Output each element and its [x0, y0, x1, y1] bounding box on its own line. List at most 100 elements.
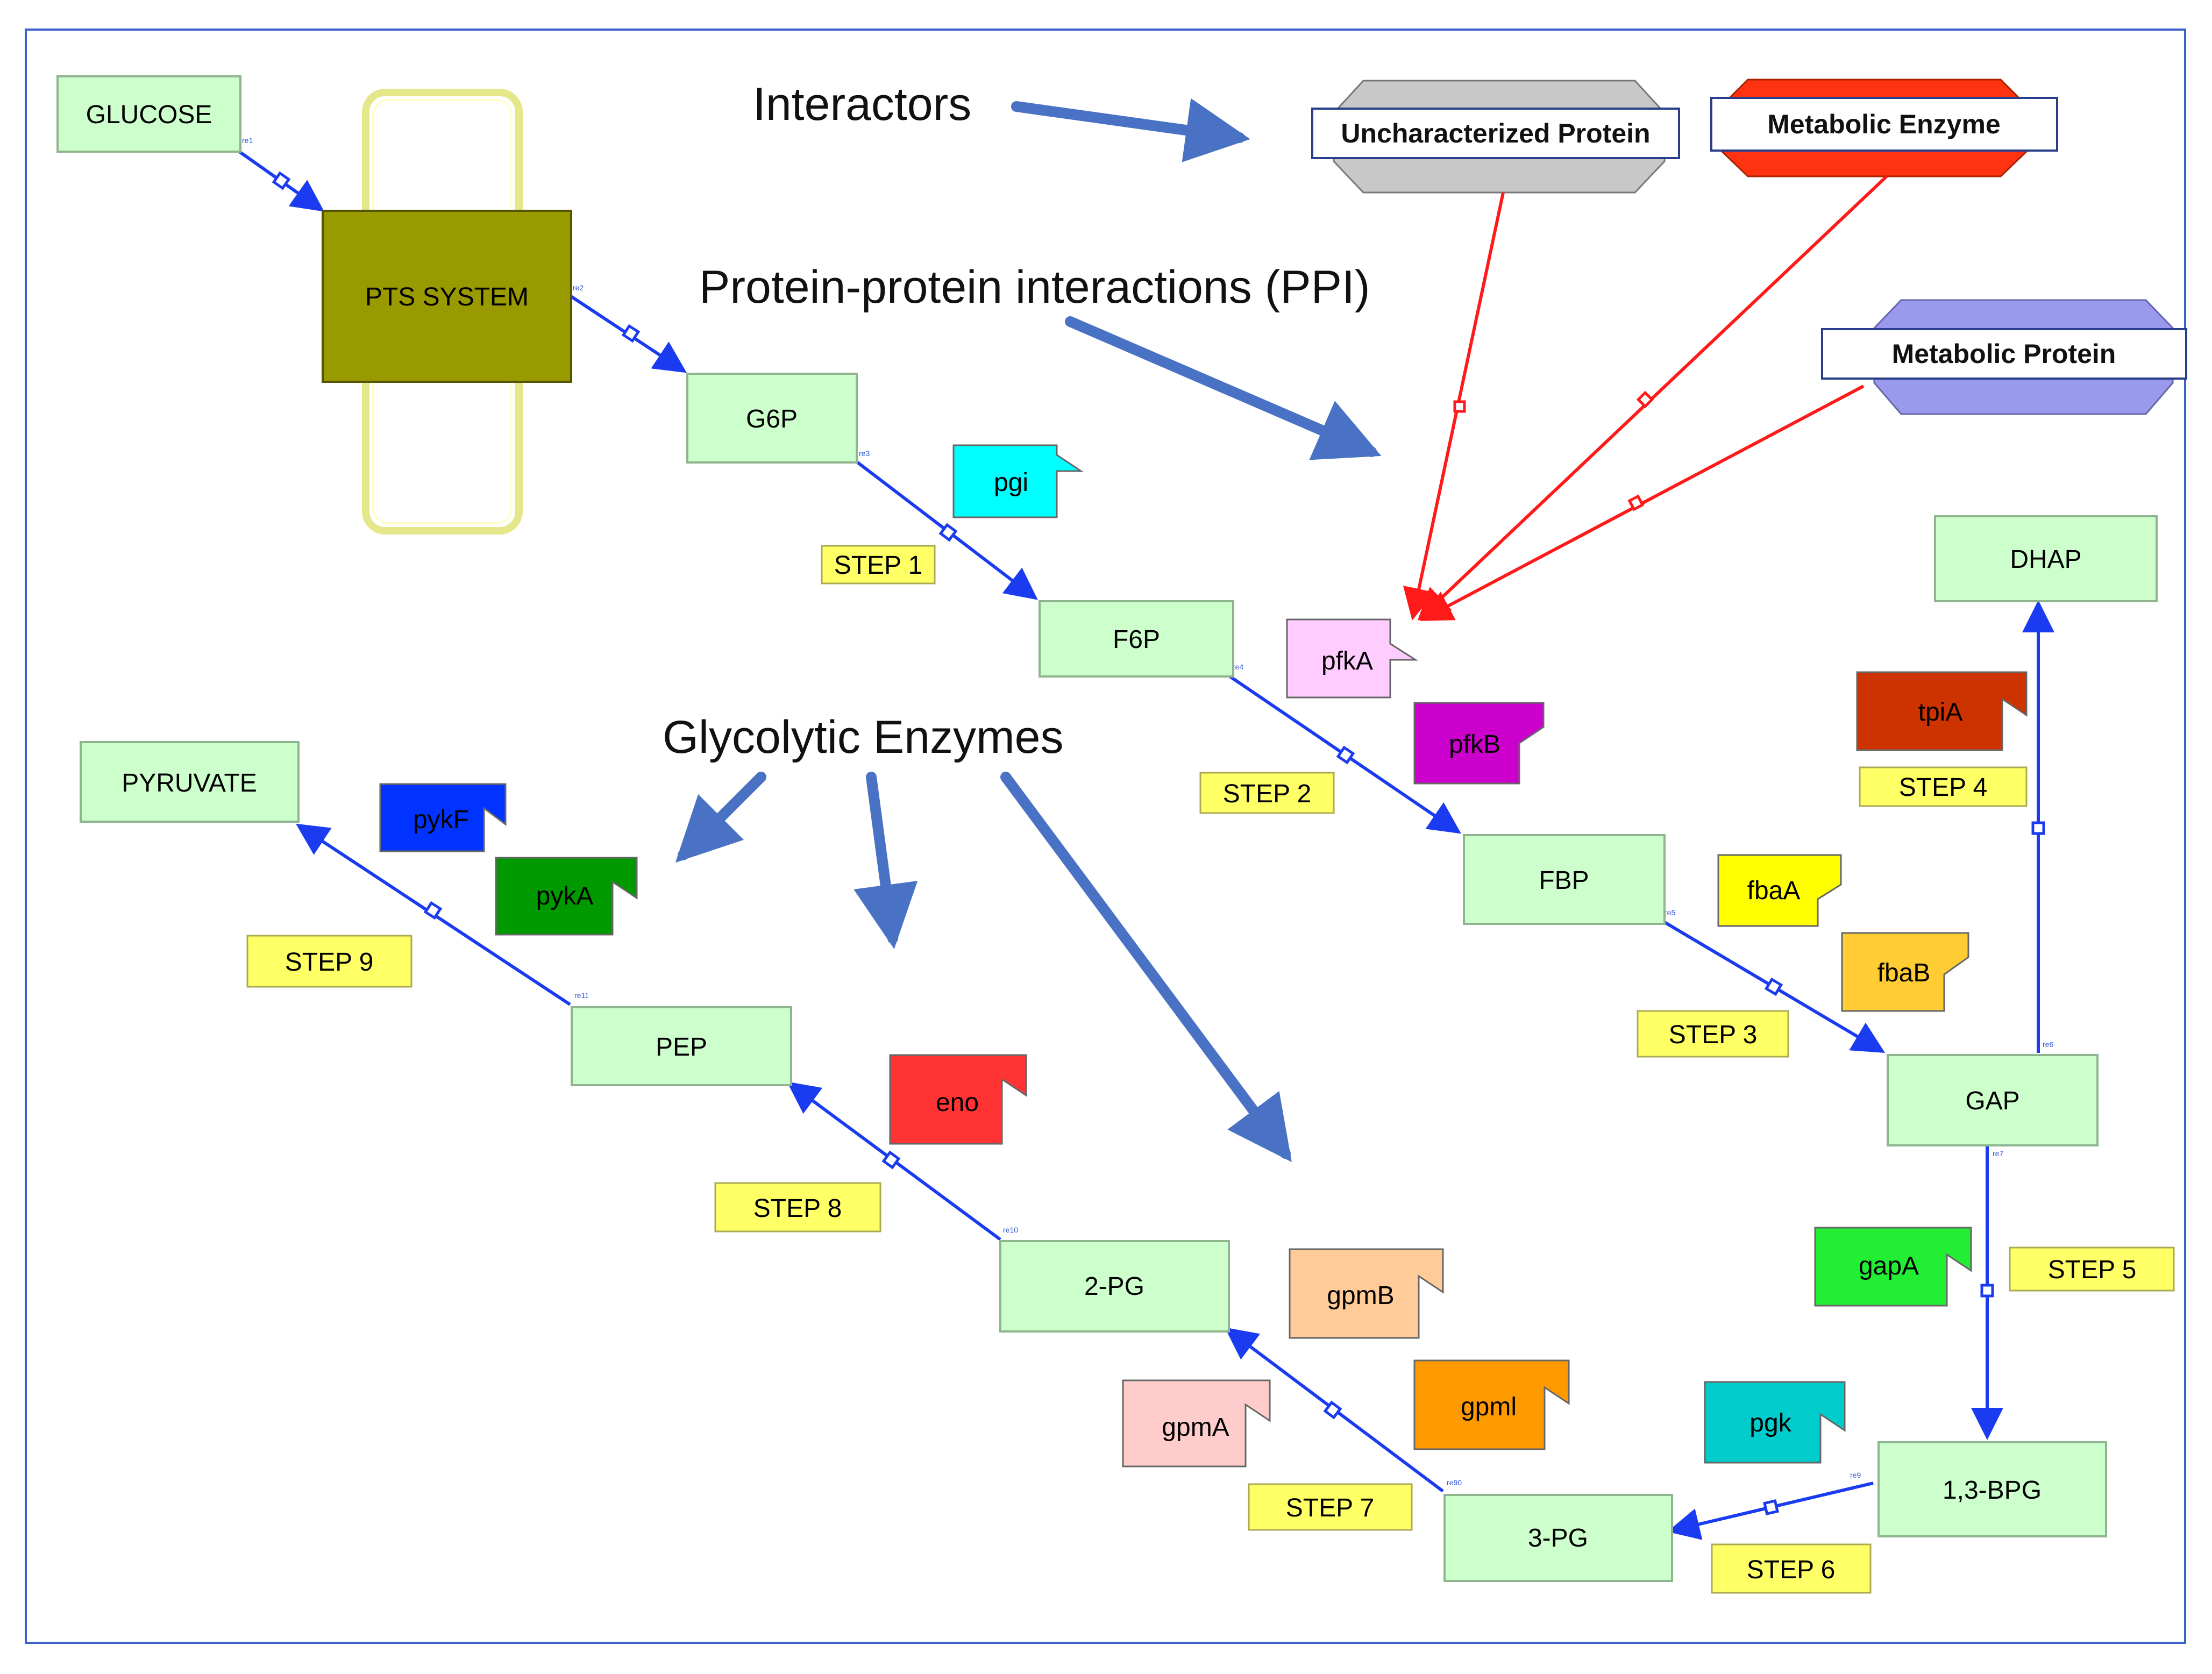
- step-4-label: STEP 4: [1899, 773, 1988, 802]
- node-dhap: DHAP: [1934, 515, 2158, 602]
- enzyme-gpmI: gpml: [1413, 1359, 1570, 1450]
- reaction-id-re3: re3: [859, 449, 870, 458]
- enzyme-gpmB-label: gpmB: [1327, 1281, 1394, 1310]
- node-1-3-bpg-label: 1,3-BPG: [1943, 1476, 2042, 1505]
- ppi-dot-2: [1636, 390, 1654, 409]
- interactor-metabolic-enzyme-label: Metabolic Enzyme: [1767, 109, 2000, 139]
- step-9: STEP 9: [246, 935, 412, 988]
- enzyme-pgk: pgk: [1704, 1381, 1846, 1464]
- enzyme-pfkA-label: pfkA: [1321, 647, 1373, 675]
- enzyme-fbaB-label: fbaB: [1877, 959, 1931, 987]
- reaction-id-re9: re9: [1850, 1471, 1861, 1479]
- node-pep-label: PEP: [656, 1033, 707, 1062]
- reaction-dot-8: [1763, 1499, 1779, 1515]
- step-9-label: STEP 9: [285, 948, 374, 977]
- node-gap: GAP: [1887, 1054, 2099, 1146]
- interactor-uncharacterized-label: Uncharacterized Protein: [1341, 118, 1650, 148]
- enzyme-pykF-label: pykF: [413, 806, 469, 834]
- step-8-label: STEP 8: [753, 1194, 842, 1223]
- node-2-pg-label: 2-PG: [1084, 1272, 1144, 1301]
- enzyme-pfkA: pfkA: [1286, 618, 1419, 699]
- ppi-dot-3: [1627, 494, 1645, 511]
- node-f6p: F6P: [1039, 600, 1234, 678]
- enzyme-tpiA-label: tpiA: [1918, 698, 1963, 726]
- reaction-id-re1: re1: [242, 136, 253, 145]
- step-1-label: STEP 1: [834, 551, 923, 580]
- enzyme-pgi: pgi: [952, 444, 1084, 518]
- ppi-dot-1: [1453, 400, 1466, 413]
- node-pyruvate-label: PYRUVATE: [122, 769, 257, 797]
- reaction-nodes: [272, 171, 2045, 1515]
- callout-arrow-ppi: [1065, 316, 1382, 460]
- enzyme-tags: pgi pfkA pfkB fbaA fbaB tpiA gapA: [379, 444, 2028, 1468]
- step-2: STEP 2: [1199, 772, 1335, 814]
- interactor-metabolic-enzyme: Metabolic Enzyme: [1710, 79, 2058, 177]
- node-gap-label: GAP: [1965, 1087, 2019, 1115]
- ppi-edge-metabolic-enzyme-pfkA: [1417, 175, 1888, 621]
- enzyme-gpmB: gpmB: [1289, 1248, 1444, 1339]
- step-8: STEP 8: [714, 1182, 881, 1233]
- step-4: STEP 4: [1859, 766, 2028, 807]
- diagram-frame: [25, 29, 2186, 1644]
- node-g6p-label: G6P: [746, 405, 798, 433]
- enzyme-fbaB: fbaB: [1841, 932, 1969, 1012]
- node-3-pg: 3-PG: [1443, 1494, 1673, 1582]
- enzyme-gapA: gapA: [1814, 1227, 1972, 1307]
- enzyme-gpmA-label: gpmA: [1162, 1413, 1229, 1442]
- enzyme-pfkB-label: pfkB: [1449, 730, 1500, 759]
- node-3-pg-label: 3-PG: [1528, 1524, 1588, 1552]
- enzyme-pfkB: pfkB: [1413, 702, 1545, 785]
- step-5: STEP 5: [2009, 1246, 2175, 1292]
- reaction-dot-3: [938, 523, 958, 542]
- step-7: STEP 7: [1248, 1483, 1413, 1531]
- pts-system-node: PTS SYSTEM: [322, 210, 572, 383]
- step-1: STEP 1: [821, 545, 936, 585]
- node-2-pg: 2-PG: [999, 1240, 1230, 1333]
- enzyme-tpiA: tpiA: [1856, 671, 2028, 751]
- reaction-id-re10: re10: [1003, 1226, 1018, 1234]
- node-1-3-bpg: 1,3-BPG: [1877, 1441, 2107, 1537]
- node-dhap-label: DHAP: [2010, 545, 2081, 574]
- enzyme-gpmI-label: gpml: [1461, 1393, 1517, 1421]
- enzyme-pgi-label: pgi: [994, 468, 1028, 497]
- step-7-label: STEP 7: [1286, 1494, 1375, 1522]
- callout-arrows: [675, 98, 1382, 1163]
- reaction-id-re90: re90: [1447, 1478, 1462, 1487]
- metabolite-nodes: GLUCOSE G6P F6P FBP GAP DHAP 1,3-BPG 3-: [56, 75, 2158, 1582]
- pts-system-label: PTS SYSTEM: [365, 283, 529, 311]
- node-fbp-label: FBP: [1539, 866, 1589, 895]
- enzyme-fbaA-label: fbaA: [1747, 877, 1801, 905]
- step-3-label: STEP 3: [1669, 1021, 1758, 1049]
- reaction-dot-7: [1980, 1284, 1994, 1298]
- node-fbp: FBP: [1463, 834, 1666, 925]
- enzyme-gpmA: gpmA: [1122, 1379, 1271, 1468]
- step-labels: STEP 1 STEP 2 STEP 3 STEP 4 STEP 5 STEP …: [246, 545, 2175, 1594]
- callout-interactors: Interactors: [753, 79, 971, 130]
- step-3: STEP 3: [1637, 1010, 1789, 1058]
- enzyme-pykA: pykA: [495, 857, 638, 936]
- enzyme-gapA-label: gapA: [1859, 1252, 1919, 1280]
- callout-glycolytic-enzymes: Glycolytic Enzymes: [663, 711, 1064, 763]
- reaction-dot-2: [621, 324, 641, 343]
- callout-arrow-glycolytic-pyk: [675, 772, 766, 863]
- node-g6p: G6P: [686, 373, 858, 464]
- reaction-dot-6: [2031, 821, 2045, 835]
- interactor-uncharacterized: Uncharacterized Protein: [1311, 80, 1680, 194]
- node-pyruvate: PYRUVATE: [80, 741, 300, 823]
- reaction-id-re11: re11: [574, 991, 589, 1000]
- reaction-dot-4: [1336, 745, 1355, 765]
- enzyme-pykA-label: pykA: [536, 882, 594, 910]
- enzyme-fbaA: fbaA: [1717, 854, 1842, 927]
- node-glucose-label: GLUCOSE: [86, 101, 212, 129]
- interactor-metabolic-protein-label: Metabolic Protein: [1892, 339, 2116, 369]
- callout-arrow-glycolytic-eno: [853, 772, 918, 949]
- enzyme-eno: eno: [889, 1054, 1027, 1145]
- reaction-id-re6: re6: [2043, 1040, 2053, 1049]
- step-5-label: STEP 5: [2048, 1256, 2137, 1284]
- reaction-ids: re1 re2 re3 re4 re5 re6 re7 re9 re90 re1…: [242, 136, 2053, 1487]
- step-6-label: STEP 6: [1747, 1556, 1836, 1584]
- reaction-dot-5: [1764, 977, 1783, 996]
- reaction-id-re2: re2: [573, 283, 584, 292]
- callout-ppi: Protein-protein interactions (PPI): [699, 261, 1370, 313]
- reaction-id-re4: re4: [1233, 663, 1243, 671]
